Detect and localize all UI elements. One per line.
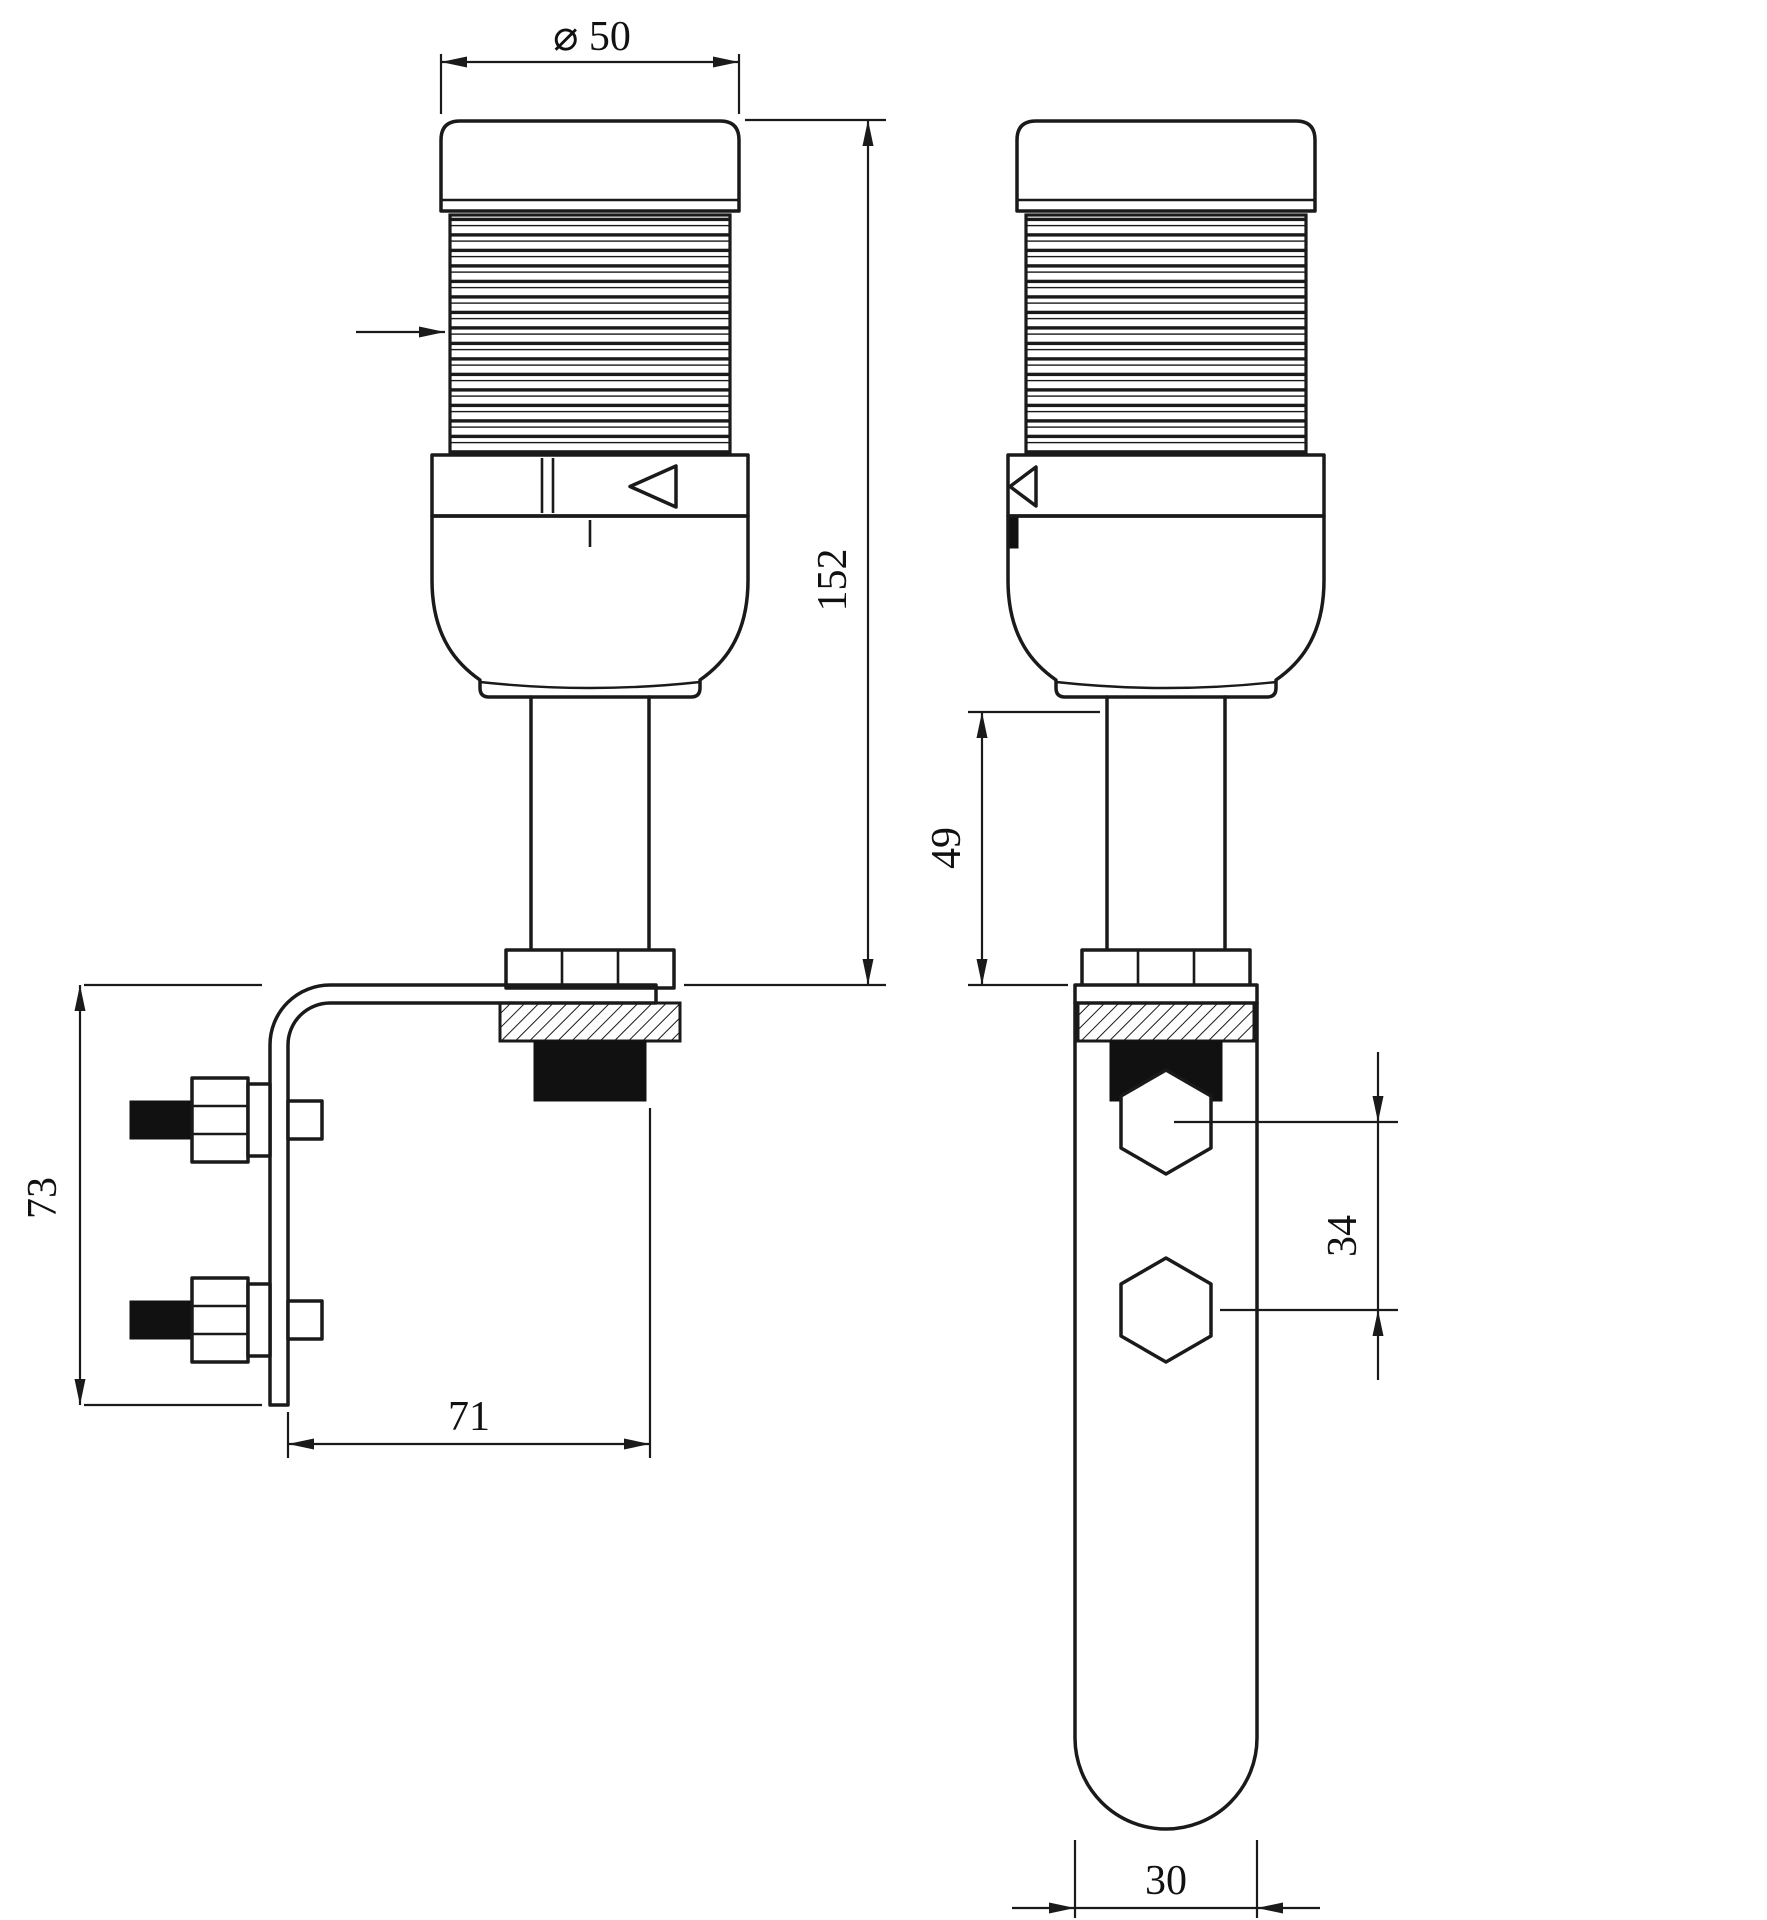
base-rim-curve	[1054, 680, 1278, 690]
collar	[430, 453, 750, 518]
bolt-thread	[129, 1100, 193, 1140]
base-cone	[1006, 514, 1326, 699]
side-view: 49 34 30	[924, 119, 1398, 1918]
dimension-total-height: 152	[684, 118, 886, 987]
dimension-diameter: ⌀ 50	[439, 14, 741, 114]
bracket-shelf-edge	[1073, 983, 1259, 1005]
collar-band	[1006, 453, 1326, 518]
tube-hex-nut	[504, 948, 676, 990]
bolt-head-upper	[1119, 1068, 1213, 1176]
dimension-pole-height: 49	[924, 710, 1100, 987]
dimension-bolt-spacing-label: 34	[1320, 1215, 1366, 1257]
bolt-end	[286, 1099, 324, 1141]
bolt-nut	[190, 1276, 250, 1364]
lock-washer	[1076, 1001, 1256, 1043]
dimension-bracket-width: 30	[1012, 1840, 1320, 1918]
dimension-pole-height-label: 49	[924, 827, 970, 869]
bolt-washer	[246, 1282, 272, 1358]
collar	[1006, 453, 1326, 518]
front-view: ⌀ 50	[20, 14, 886, 1458]
base-rim-curve	[478, 680, 702, 690]
l-bracket	[268, 983, 658, 1407]
bolt-thread	[129, 1300, 193, 1340]
tube-hex-nut	[1080, 948, 1252, 990]
bracket-plate	[1073, 1001, 1259, 1831]
dimension-total-height-label: 152	[810, 549, 856, 612]
lock-washer	[498, 1001, 682, 1043]
base-cone	[430, 514, 750, 699]
cap-outline	[439, 119, 741, 213]
dimension-bolt-spacing: 34	[1174, 1052, 1398, 1380]
bolt-washer	[246, 1082, 272, 1158]
dimension-bracket-height: 73	[20, 983, 262, 1407]
lens-ribs	[448, 213, 732, 457]
hex-nut-body	[504, 948, 676, 990]
indicator-triangle	[628, 464, 678, 509]
dimension-bracket-length: 71	[286, 1108, 652, 1458]
lens-ribs	[1024, 213, 1308, 457]
bolt-end	[286, 1299, 324, 1341]
bolt-2	[129, 1276, 324, 1364]
bolt-nut	[190, 1076, 250, 1164]
collar-band	[430, 453, 750, 518]
dimension-diameter-label: ⌀ 50	[553, 14, 631, 60]
bolt-1	[129, 1076, 324, 1164]
dimension-bracket-width-label: 30	[1145, 1858, 1187, 1904]
bolt-head-lower	[1119, 1256, 1213, 1364]
cap-outline	[1015, 119, 1317, 213]
threaded-stud	[533, 1040, 647, 1102]
dimension-bracket-length-label: 71	[448, 1394, 490, 1440]
dimension-bracket-height-label: 73	[20, 1177, 66, 1219]
indicator-triangle	[1008, 465, 1038, 508]
hex-nut-body	[1080, 948, 1252, 990]
